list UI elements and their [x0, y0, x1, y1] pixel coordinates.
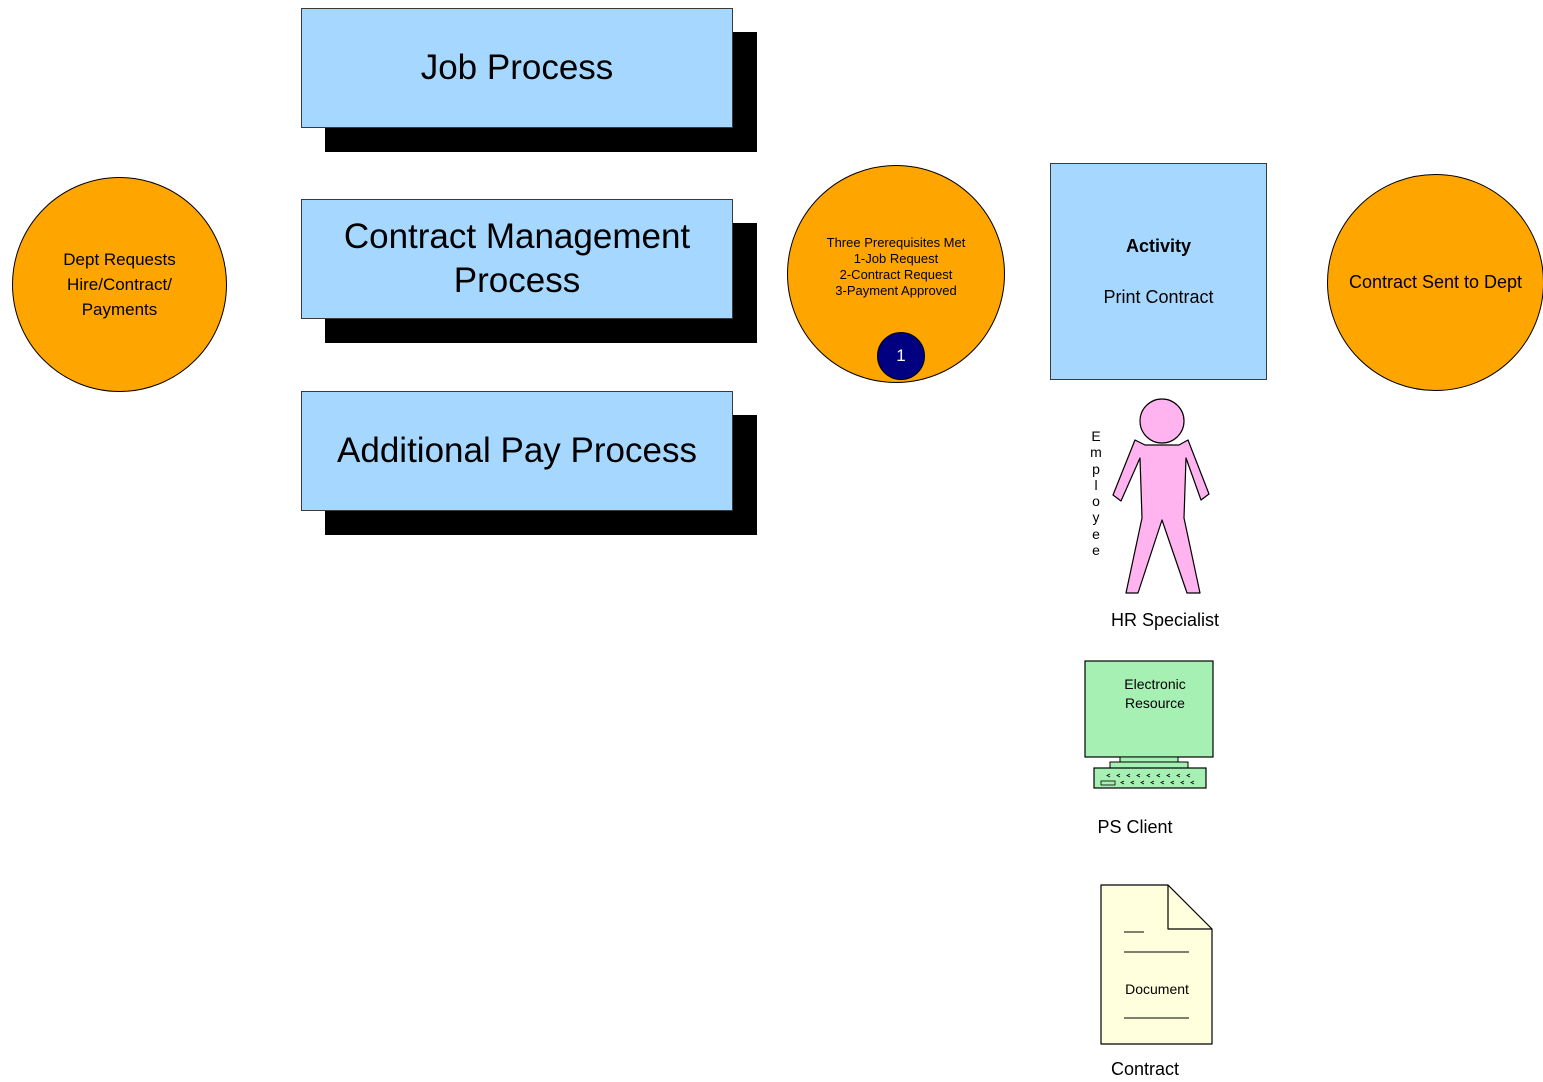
computer-screen-text: Electronic Resource [1124, 676, 1186, 711]
resource-name-label: PS Client [1097, 817, 1173, 837]
employee-letter: p [1092, 460, 1100, 477]
process-job-label: Job Process [420, 48, 614, 87]
start-event-label: Dept Requests Hire/Contract/ Payments [63, 250, 176, 319]
start-event-circle[interactable]: Dept Requests Hire/Contract/ Payments [12, 177, 227, 392]
employee-role-label: HR Specialist [1110, 610, 1220, 630]
process-additional-pay[interactable]: Additional Pay Process [301, 391, 733, 511]
computer-icon[interactable] [1084, 660, 1216, 792]
employee-letter: y [1092, 509, 1100, 526]
document-icon[interactable] [1100, 884, 1214, 1046]
end-event-label: Contract Sent to Dept [1348, 272, 1523, 292]
prerequisites-text: Three Prerequisites Met 1-Job Request 2-… [827, 235, 966, 299]
employee-letter: e [1092, 525, 1100, 542]
process-contract-management-label: Contract Management Process [343, 217, 691, 300]
step-number-badge[interactable]: 1 [877, 332, 925, 380]
prerequisite-item: 2-Contract Request [839, 267, 953, 282]
prerequisite-item: 1-Job Request [853, 251, 939, 266]
prerequisites-circle[interactable]: Three Prerequisites Met 1-Job Request 2-… [787, 165, 1005, 383]
activity-name: Print Contract [1103, 287, 1214, 307]
step-number: 1 [896, 346, 906, 365]
person-icon[interactable] [1110, 398, 1215, 596]
employee-letter: e [1092, 542, 1100, 559]
employee-letter: o [1092, 493, 1100, 510]
prerequisite-item: 3-Payment Approved [835, 283, 957, 298]
employee-letter: m [1090, 444, 1102, 461]
prerequisites-title: Three Prerequisites Met [826, 235, 966, 250]
process-job[interactable]: Job Process [301, 8, 733, 128]
employee-type-label: E m p l o y e e [1088, 428, 1104, 558]
document-name-label: Contract [1110, 1059, 1180, 1079]
employee-letter: E [1091, 428, 1101, 444]
end-event-circle[interactable]: Contract Sent to Dept [1327, 174, 1543, 391]
process-additional-pay-label: Additional Pay Process [337, 431, 697, 470]
activity-heading: Activity [1125, 236, 1192, 256]
process-contract-management[interactable]: Contract Management Process [301, 199, 733, 319]
document-inner-label: Document [1125, 981, 1189, 997]
employee-letter: l [1094, 476, 1098, 493]
activity-box[interactable]: Activity Print Contract [1050, 163, 1267, 380]
